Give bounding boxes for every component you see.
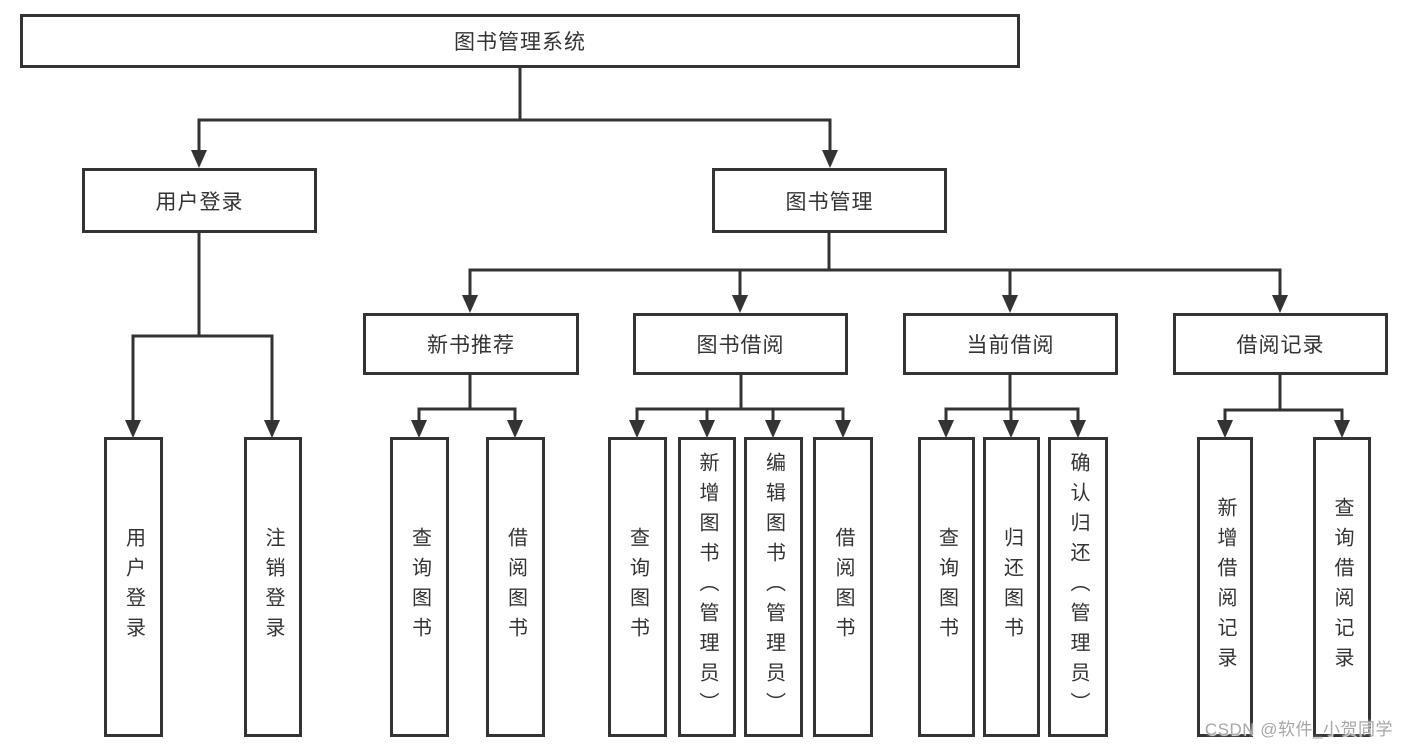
leaf-return-book-label: 归还图书 bbox=[1000, 527, 1023, 647]
leaf-newbook-borrow-book-label: 借阅图书 bbox=[504, 527, 527, 647]
leaf-edit-book-admin-label: 编辑图书（管理员） bbox=[762, 452, 785, 722]
node-book-borrow-label: 图书借阅 bbox=[696, 334, 785, 357]
leaf-borrow-borrow-book: 借阅图书 bbox=[813, 437, 873, 737]
leaf-confirm-return-admin: 确认归还（管理员） bbox=[1048, 437, 1108, 737]
leaf-borrow-query-book: 查询图书 bbox=[608, 437, 667, 737]
leaf-newbook-borrow-book: 借阅图书 bbox=[486, 437, 545, 737]
node-book-borrow: 图书借阅 bbox=[633, 313, 848, 375]
connector-newbook-bar bbox=[417, 407, 517, 424]
node-user-login: 用户登录 bbox=[82, 168, 317, 233]
node-new-book-recommend-label: 新书推荐 bbox=[427, 334, 515, 357]
connector-borrow-bar bbox=[635, 407, 845, 424]
leaf-newbook-query-book-label: 查询图书 bbox=[408, 527, 431, 647]
leaf-add-borrow-record: 新增借阅记录 bbox=[1197, 437, 1253, 737]
leaf-borrow-query-book-label: 查询图书 bbox=[626, 527, 649, 647]
leaf-query-borrow-record: 查询借阅记录 bbox=[1313, 437, 1371, 737]
leaf-borrow-borrow-book-label: 借阅图书 bbox=[832, 527, 854, 647]
watermark: CSDN @软件_小贺同学 bbox=[1204, 720, 1393, 739]
arrowheads bbox=[125, 150, 1350, 438]
leaf-return-book: 归还图书 bbox=[983, 437, 1040, 737]
node-current-borrow: 当前借阅 bbox=[903, 313, 1118, 375]
leaf-add-borrow-record-label: 新增借阅记录 bbox=[1214, 497, 1236, 677]
node-current-borrow-label: 当前借阅 bbox=[966, 334, 1055, 357]
node-book-management: 图书管理 bbox=[712, 168, 947, 233]
node-root-system-label: 图书管理系统 bbox=[454, 31, 586, 54]
connector-level3-bar bbox=[468, 268, 1282, 299]
leaf-add-book-admin: 新增图书（管理员） bbox=[678, 437, 736, 737]
node-new-book-recommend: 新书推荐 bbox=[363, 313, 579, 375]
leaf-logout: 注销登录 bbox=[244, 437, 302, 737]
connector-records-bar bbox=[1223, 408, 1344, 424]
leaf-logout-label: 注销登录 bbox=[262, 527, 284, 647]
connector-login-bar bbox=[131, 334, 274, 424]
connector-level2-bar bbox=[197, 118, 832, 154]
leaf-user-login-label: 用户登录 bbox=[122, 527, 145, 647]
leaf-current-query-book: 查询图书 bbox=[918, 437, 975, 737]
node-borrow-records: 借阅记录 bbox=[1173, 313, 1388, 375]
leaf-current-query-book-label: 查询图书 bbox=[935, 527, 958, 647]
leaf-edit-book-admin: 编辑图书（管理员） bbox=[744, 437, 803, 737]
node-book-management-label: 图书管理 bbox=[785, 190, 874, 214]
leaf-confirm-return-admin-label: 确认归还（管理员） bbox=[1067, 452, 1089, 722]
leaf-add-book-admin-label: 新增图书（管理员） bbox=[696, 452, 718, 722]
node-user-login-label: 用户登录 bbox=[155, 190, 244, 214]
leaf-query-borrow-record-label: 查询借阅记录 bbox=[1331, 497, 1353, 677]
node-root-system: 图书管理系统 bbox=[20, 14, 1020, 68]
leaf-user-login: 用户登录 bbox=[104, 437, 163, 737]
leaf-newbook-query-book: 查询图书 bbox=[390, 437, 449, 737]
node-borrow-records-label: 借阅记录 bbox=[1236, 334, 1325, 357]
